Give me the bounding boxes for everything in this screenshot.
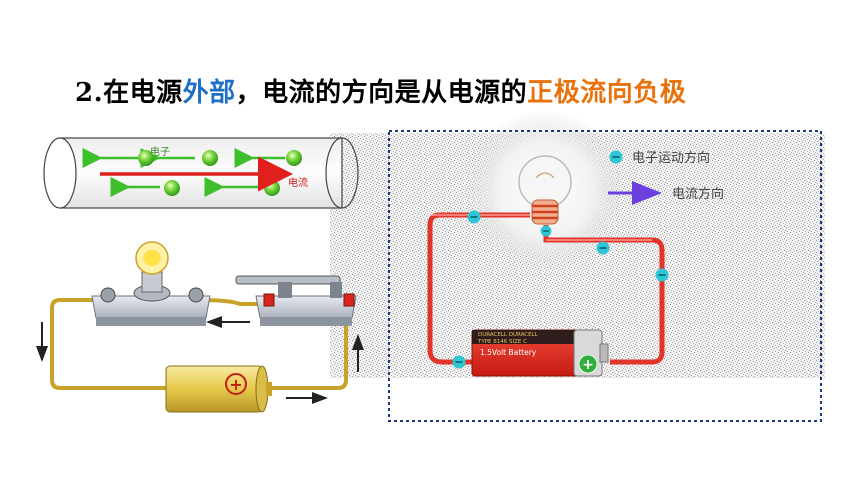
switch-terminal bbox=[263, 293, 275, 307]
electron-label: 电子 bbox=[150, 145, 170, 158]
battery-terminal bbox=[599, 343, 609, 363]
battery-body bbox=[165, 365, 263, 413]
physical-circuit: + bbox=[36, 241, 364, 413]
wire-right bbox=[264, 304, 348, 390]
electron-particle bbox=[138, 150, 154, 166]
title-highlight-outside: 外部 bbox=[182, 78, 236, 108]
electron-marker bbox=[452, 355, 466, 369]
electron-particle bbox=[286, 150, 302, 166]
right-circuit: DURACELL DURACELL TYPE 8146 SIZE C 1.5Vo… bbox=[427, 110, 724, 377]
tube-end-right bbox=[325, 137, 359, 209]
battery-type: TYPE 8146 SIZE C bbox=[477, 339, 527, 345]
electron-marker bbox=[655, 268, 669, 282]
battery-plus-circle bbox=[225, 373, 247, 395]
electron-particle bbox=[264, 180, 280, 196]
switch-terminal bbox=[343, 293, 355, 307]
switch-clip bbox=[330, 282, 342, 298]
electron-particle bbox=[202, 150, 218, 166]
battery-black-band bbox=[472, 330, 592, 344]
bulb-filament bbox=[535, 172, 555, 179]
battery-plus-icon: + bbox=[229, 375, 242, 394]
legend-electron-marker bbox=[609, 150, 623, 164]
bulb-base bbox=[141, 271, 163, 293]
switch-hinge bbox=[278, 282, 292, 298]
tube-end-left bbox=[43, 137, 77, 209]
tube-diagram: 电子 电流 bbox=[43, 137, 359, 209]
terminal-screw bbox=[188, 287, 204, 303]
wire-loop-right bbox=[543, 225, 665, 365]
bulb-glow bbox=[143, 250, 161, 266]
title-prefix: 2.在电源 bbox=[75, 78, 183, 108]
bulb-board-edge bbox=[96, 318, 206, 326]
dashed-frame bbox=[388, 130, 822, 422]
page-title: 2.在电源外部，电流的方向是从电源的正极流向负极 bbox=[75, 72, 686, 109]
bulb-coil-thread bbox=[532, 204, 558, 220]
battery-voltage: 1.5Volt Battery bbox=[480, 348, 537, 357]
wire-left bbox=[50, 298, 166, 390]
electron-marker bbox=[596, 241, 610, 255]
current-label: 电流 bbox=[288, 176, 308, 189]
terminal-screw bbox=[100, 287, 116, 303]
electron-marker bbox=[467, 210, 481, 224]
electron-marker bbox=[540, 225, 552, 237]
battery-plus-circle bbox=[578, 354, 598, 374]
switch-board-edge bbox=[260, 318, 352, 326]
title-middle: ，电流的方向是从电源的 bbox=[235, 78, 528, 108]
battery-brand: DURACELL DURACELL bbox=[478, 332, 539, 338]
battery-nub bbox=[266, 382, 272, 396]
legend-current-label: 电流方向 bbox=[672, 186, 724, 202]
battery-plus-icon: + bbox=[582, 357, 594, 373]
title-highlight-direction: 正极流向负极 bbox=[527, 78, 687, 108]
legend-electron-label: 电子运动方向 bbox=[632, 150, 710, 166]
electron-particle bbox=[164, 180, 180, 196]
